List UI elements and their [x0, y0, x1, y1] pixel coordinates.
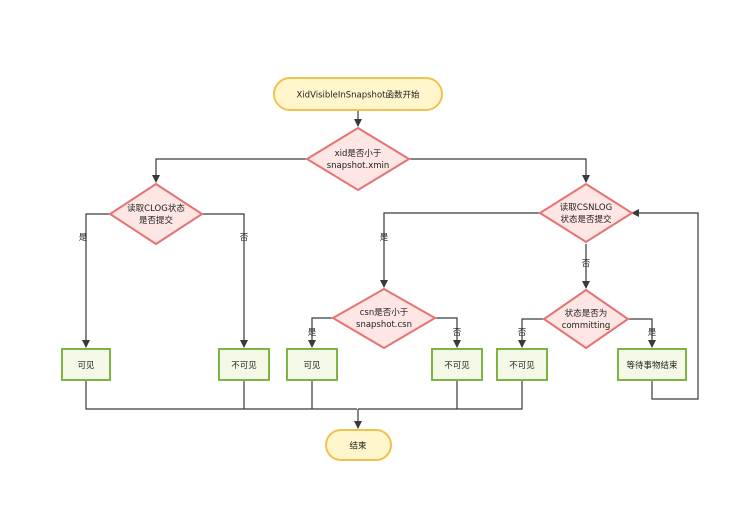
decision-csnlog-line-2: 状态是否提交: [560, 214, 612, 225]
edge-csn-yes: [308, 317, 333, 348]
edge-committing-yes: [628, 318, 656, 348]
edge-clog-yes: [82, 213, 110, 348]
label-committing-no: 否: [518, 328, 527, 338]
process-wait-label: 等待事物结束: [626, 360, 678, 371]
process-invisible-3: 不可见: [496, 348, 548, 381]
end-node: 结束: [325, 429, 392, 461]
decision-csnlog-line-1: 读取CSNLOG: [560, 202, 612, 213]
end-node-shape: [325, 429, 392, 461]
edge-csnlog-yes: [380, 212, 540, 288]
edge-merge-left: [85, 380, 357, 410]
decision-xmin-line-2: snapshot.xmin: [327, 161, 390, 171]
process-invisible-1: 不可见: [218, 348, 270, 381]
decision-xmin-line-1: xid是否小于: [335, 148, 382, 159]
edge-wait-loop-back: [631, 209, 699, 400]
label-csnlog-no: 否: [582, 259, 591, 269]
edge-xmin-to-clog: [152, 158, 307, 183]
process-wait: 等待事物结束: [617, 348, 687, 381]
decision-xmin: xid是否小于 snapshot.xmin: [305, 126, 411, 192]
decision-committing-shape: [542, 288, 630, 350]
label-clog-no: 否: [240, 233, 249, 243]
decision-committing-line-1: 状态是否为: [565, 308, 608, 319]
edge-merge-right: [358, 380, 523, 410]
process-visible-1-label: 可见: [77, 361, 95, 371]
process-invisible-1-shape: [218, 348, 270, 381]
process-visible-1-shape: [61, 348, 111, 381]
start-node-label: XidVisibleInSnapshot函数开始: [297, 90, 420, 101]
decision-csnlog: 读取CSNLOG 状态是否提交: [538, 182, 634, 244]
decision-csn-shape: [331, 287, 437, 350]
edge-csn-no: [435, 317, 461, 348]
decision-csn-line-1: csn是否小于: [360, 307, 409, 318]
decision-clog-line-2: 是否提交: [139, 215, 174, 226]
process-visible-1: 可见: [61, 348, 111, 381]
process-wait-shape: [617, 348, 687, 381]
label-csn-yes: 是: [308, 328, 317, 338]
label-committing-yes: 是: [648, 328, 657, 338]
edge-labels: 是 否 是 否 是 否 否 是: [79, 233, 657, 338]
start-node-shape: [273, 77, 443, 111]
decision-csn-line-2: snapshot.csn: [356, 320, 412, 330]
end-node-label: 结束: [349, 441, 367, 452]
process-invisible-2-shape: [431, 348, 483, 381]
decision-csn: csn是否小于 snapshot.csn: [331, 287, 437, 350]
start-node: XidVisibleInSnapshot函数开始: [273, 77, 443, 111]
process-invisible-3-label: 不可见: [509, 361, 535, 371]
decision-csnlog-shape: [538, 182, 634, 244]
label-csn-no: 否: [453, 328, 462, 338]
process-visible-2-shape: [286, 348, 338, 381]
process-invisible-3-shape: [496, 348, 548, 381]
process-visible-2: 可见: [286, 348, 338, 381]
process-invisible-2-label: 不可见: [444, 361, 470, 371]
decision-xmin-shape: [305, 126, 411, 192]
decision-clog: 读取CLOG状态 是否提交: [108, 182, 204, 246]
label-clog-yes: 是: [79, 233, 88, 243]
decision-clog-shape: [108, 182, 204, 246]
edge-committing-no: [518, 318, 544, 348]
edge-xmin-to-csnlog: [409, 158, 590, 183]
decision-committing: 状态是否为 committing: [542, 288, 630, 350]
decision-clog-line-1: 读取CLOG状态: [127, 203, 185, 214]
edges: [82, 110, 699, 429]
process-invisible-2: 不可见: [431, 348, 483, 381]
decision-committing-line-2: committing: [562, 321, 611, 331]
process-visible-2-label: 可见: [303, 361, 321, 371]
edge-clog-no: [202, 213, 248, 348]
process-invisible-1-label: 不可见: [231, 361, 257, 371]
label-csnlog-yes: 是: [380, 233, 389, 243]
